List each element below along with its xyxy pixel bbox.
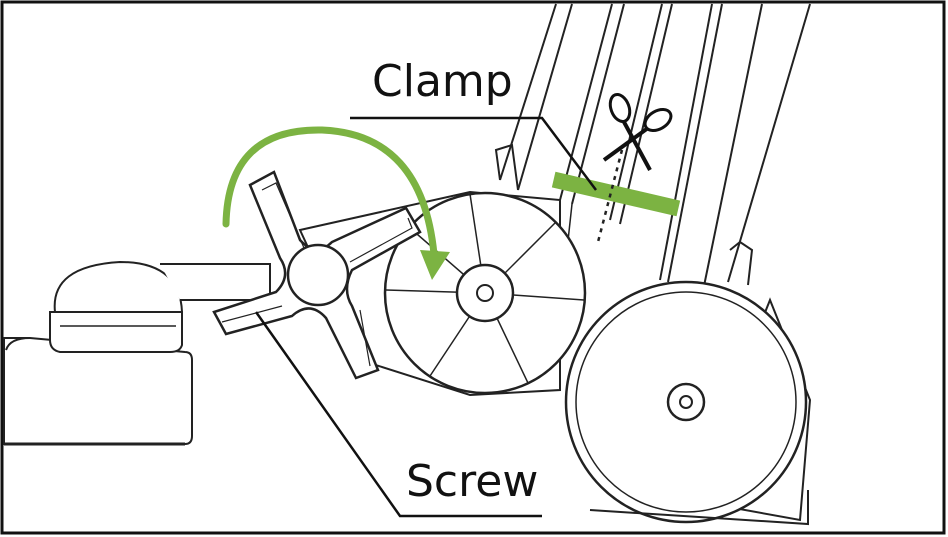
screw-label: Screw (406, 456, 538, 507)
front-wheel (564, 280, 812, 526)
clamp-band (551, 171, 681, 217)
base-housing (3, 260, 271, 446)
cut-line (596, 149, 624, 243)
clamp-label: Clamp (372, 56, 513, 107)
curved-arrow-icon (222, 126, 450, 280)
star-knob-screw (212, 170, 422, 380)
clamp-leader-line (350, 116, 597, 191)
screw-leader-line (254, 311, 542, 518)
scissors-icon (602, 92, 673, 171)
